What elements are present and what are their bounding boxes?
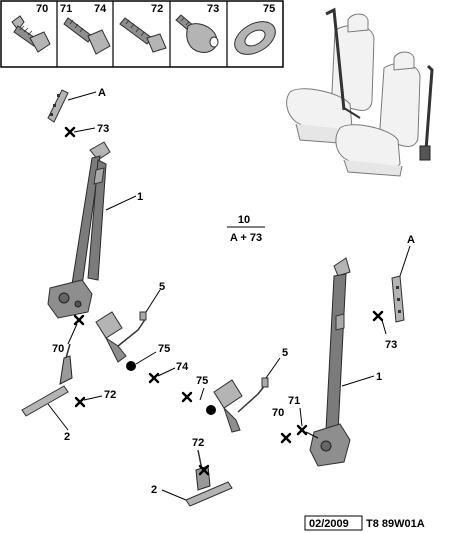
upper-anchor-bracket-a xyxy=(47,89,69,123)
fastener-mark-73-right xyxy=(372,310,384,322)
fastener-mark-72-left xyxy=(74,396,86,408)
center-buckle-assembly xyxy=(95,311,147,363)
legend-ref-73: 73 xyxy=(207,3,219,15)
callout-5-center: 5 xyxy=(159,281,165,293)
callout-75-b: 75 xyxy=(196,375,208,387)
fastener-mark-70-right xyxy=(280,432,292,444)
legend-ref-70: 70 xyxy=(36,3,48,15)
callout-2-bottom: 2 xyxy=(151,484,157,496)
legend-ref-72: 72 xyxy=(151,3,163,15)
washer-mark-75-a xyxy=(126,361,136,371)
callout-a-top: A xyxy=(98,87,106,99)
fastener-mark-70-left xyxy=(73,314,85,326)
footer-reference: 02/2009 T8 89W01A xyxy=(304,515,425,531)
washer-mark-75-b xyxy=(206,405,216,415)
fastener-mark-71-right xyxy=(296,424,308,436)
callout-74: 74 xyxy=(176,361,189,373)
callout-72-left: 72 xyxy=(104,389,116,401)
callout-73-right: 73 xyxy=(385,339,397,351)
cap-bolt-icon xyxy=(175,14,219,53)
left-lower-anchor-rail xyxy=(21,343,73,417)
callout-5-right: 5 xyxy=(282,347,288,359)
callout-70-right: 70 xyxy=(272,407,284,419)
callout-73-top: 73 xyxy=(97,123,109,135)
fastener-mark-72-bottom xyxy=(198,464,210,476)
right-anchor-bracket-a xyxy=(391,275,405,323)
legend-ref-75: 75 xyxy=(263,3,275,15)
callout-2-left: 2 xyxy=(64,431,70,443)
fraction-denominator: A + 73 xyxy=(230,232,262,244)
callout-71-right: 71 xyxy=(288,395,300,407)
washer-icon xyxy=(234,21,276,55)
bottom-lower-anchor-rail xyxy=(185,449,233,507)
callout-70-left: 70 xyxy=(52,343,64,355)
callout-75-a: 75 xyxy=(158,343,170,355)
footer-date: 02/2009 xyxy=(309,518,349,530)
callout-a-right: A xyxy=(407,234,415,246)
threaded-bolt-icon xyxy=(119,17,167,53)
legend-ref-71: 71 xyxy=(60,3,72,15)
front-seats-illustration xyxy=(286,7,434,177)
left-seat-belt-assembly xyxy=(47,141,111,319)
fraction-numerator: 10 xyxy=(238,214,250,226)
right-buckle-assembly xyxy=(181,377,269,433)
callout-72-bottom: 72 xyxy=(192,437,204,449)
stepped-bolt-icon xyxy=(63,17,111,55)
footer-code: T8 89W01A xyxy=(366,518,425,530)
callout-1-right: 1 xyxy=(376,371,382,383)
fastener-mark-74 xyxy=(148,372,160,384)
fastener-mark-between xyxy=(181,391,193,403)
legend-ref-74: 74 xyxy=(94,3,107,15)
flange-bolt-icon xyxy=(11,15,51,53)
fraction-label: 10 A + 73 xyxy=(227,214,265,244)
fastener-mark-73-top xyxy=(64,126,76,138)
callout-1-left: 1 xyxy=(137,191,143,203)
right-seat-belt-assembly xyxy=(309,257,351,467)
fastener-legend: 70 71 74 72 73 75 xyxy=(0,0,284,68)
